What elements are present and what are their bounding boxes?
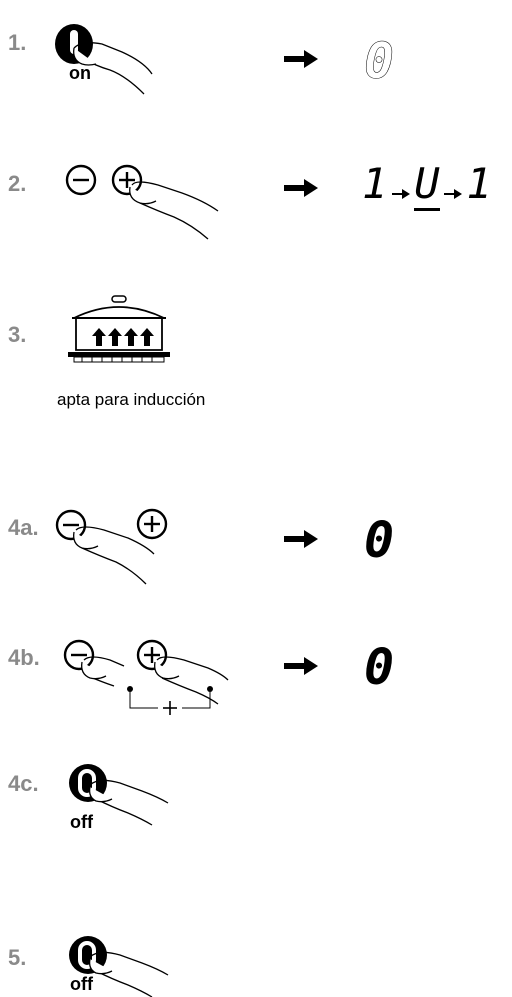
on-label: on xyxy=(69,63,91,83)
power-off-button-icon xyxy=(69,764,169,826)
plus-button-icon xyxy=(111,164,219,240)
step-number-5: 5. xyxy=(8,945,27,970)
step-number-4a: 4a. xyxy=(8,515,39,540)
display-digit: 0 xyxy=(364,638,395,696)
right-arrow-icon xyxy=(284,530,318,548)
power-on-button-icon xyxy=(55,24,153,95)
plus-button-icon xyxy=(136,639,168,671)
finger-press-icon xyxy=(89,779,169,826)
small-arrow-icon xyxy=(443,188,462,199)
finger-press-icon xyxy=(131,181,219,240)
off-label: off xyxy=(70,974,93,994)
minus-button-icon xyxy=(55,509,155,585)
display-digit: 0 xyxy=(364,511,395,569)
display-step4b: 0 xyxy=(364,642,394,692)
display-digit-1: 1 xyxy=(362,159,388,208)
off-label: off xyxy=(70,812,93,832)
small-arrow-icon xyxy=(391,188,410,199)
finger-press-icon xyxy=(156,656,229,705)
display-step2-sequence: 1 U 1 xyxy=(362,160,492,211)
display-step4a: 0 xyxy=(364,515,394,565)
power-off-button-icon xyxy=(69,936,169,997)
step-number-2: 2. xyxy=(8,171,27,196)
minus-plus-combo-icon xyxy=(63,639,229,715)
step-number-4b: 4b. xyxy=(8,645,40,670)
display-digit-1b: 1 xyxy=(466,159,492,208)
minus-button-icon xyxy=(63,639,95,671)
right-arrow-icon xyxy=(284,179,318,197)
step-number-3: 3. xyxy=(8,322,27,347)
minus-button-icon xyxy=(65,164,97,196)
finger-press-icon xyxy=(75,526,155,585)
right-arrow-icon xyxy=(284,50,318,68)
step-number-1: 1. xyxy=(8,30,27,55)
pot-on-induction-zone-icon xyxy=(68,295,170,363)
display-digit: 0 xyxy=(364,32,395,90)
step-number-4c: 4c. xyxy=(8,771,39,796)
display-step1: 0 xyxy=(364,32,395,90)
finger-press-icon xyxy=(89,951,169,997)
induction-caption: apta para inducción xyxy=(57,390,206,409)
right-arrow-icon xyxy=(284,657,318,675)
display-digit-u: U xyxy=(414,160,440,211)
plus-button-icon xyxy=(136,508,168,540)
